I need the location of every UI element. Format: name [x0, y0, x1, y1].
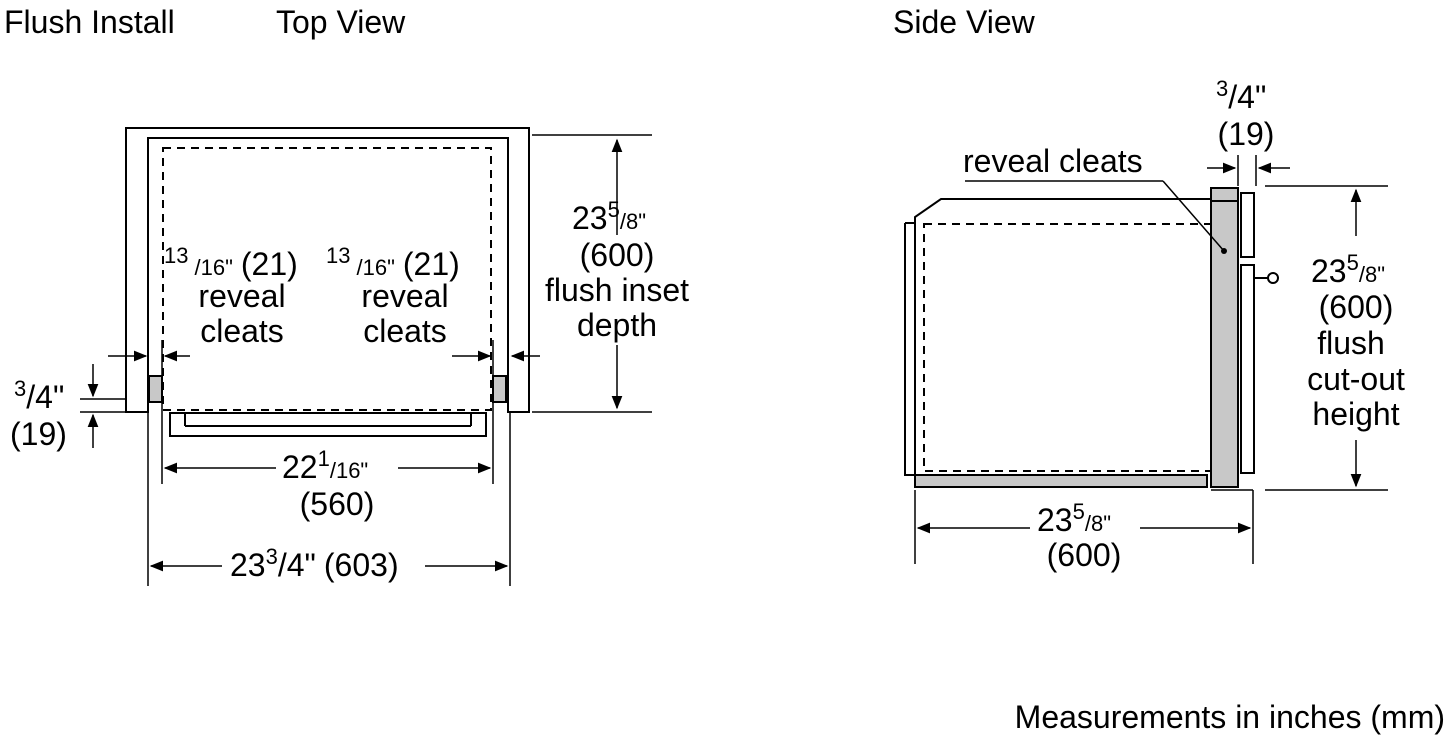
svg-text:(560): (560) [300, 486, 375, 522]
svg-text:3/4": 3/4" [1216, 76, 1266, 115]
top-gap-label: 3/4" (19) [10, 376, 67, 452]
left-reveal-cleat [148, 375, 163, 403]
svg-text:235/8": 235/8" [1037, 499, 1111, 538]
side-gap-label: 3/4" (19) [1216, 76, 1274, 152]
bottom-reveal-cleat [914, 474, 1208, 488]
svg-text:cut-out: cut-out [1307, 361, 1405, 397]
svg-text:13/16"(21): 13/16"(21) [164, 243, 298, 282]
outer-width-label: 233/4"(603) [230, 544, 399, 583]
svg-text:reveal: reveal [361, 278, 448, 314]
side-reveal-cleat [1210, 187, 1239, 488]
svg-text:flush: flush [1317, 325, 1385, 361]
side-depth-label: 235/8" (600) [1037, 499, 1121, 573]
side-view-heading: Side View [893, 4, 1036, 40]
svg-text:(600): (600) [580, 237, 655, 273]
svg-text:cleats: cleats [200, 313, 284, 349]
top-view-drawing [80, 127, 652, 586]
right-reveal-cleat [492, 375, 507, 403]
right-cleat-label: 13/16"(21) reveal cleats [326, 243, 460, 349]
svg-text:(600): (600) [1047, 537, 1122, 573]
svg-text:height: height [1312, 396, 1399, 432]
svg-text:233/4"(603): 233/4"(603) [230, 544, 399, 583]
svg-text:(19): (19) [10, 416, 67, 452]
svg-text:flush inset: flush inset [545, 272, 689, 308]
svg-text:235/8": 235/8" [1311, 250, 1385, 289]
svg-text:cleats: cleats [363, 313, 447, 349]
svg-text:13/16"(21): 13/16"(21) [326, 243, 460, 282]
svg-text:3/4": 3/4" [14, 376, 64, 415]
cut-out-height-label: 235/8" (600) flush cut-out height [1307, 250, 1405, 432]
svg-text:(19): (19) [1218, 116, 1275, 152]
left-cleat-label: 13/16"(21) reveal cleats [164, 243, 298, 349]
flush-install-heading: Flush Install [4, 4, 175, 40]
svg-text:depth: depth [577, 307, 657, 343]
side-view-drawing [904, 155, 1388, 564]
measurements-note: Measurements in inches (mm) [1015, 699, 1445, 735]
svg-text:235/8": 235/8" [572, 197, 646, 236]
svg-text:reveal: reveal [198, 278, 285, 314]
top-view-heading: Top View [276, 4, 406, 40]
inner-width-label: 221/16" (560) [282, 446, 374, 522]
flush-inset-depth-label: 235/8" (600) flush inset depth [545, 197, 689, 343]
svg-text:(600): (600) [1319, 289, 1394, 325]
svg-text:221/16": 221/16" [282, 446, 368, 485]
side-reveal-cleats-label: reveal cleats [963, 143, 1143, 179]
